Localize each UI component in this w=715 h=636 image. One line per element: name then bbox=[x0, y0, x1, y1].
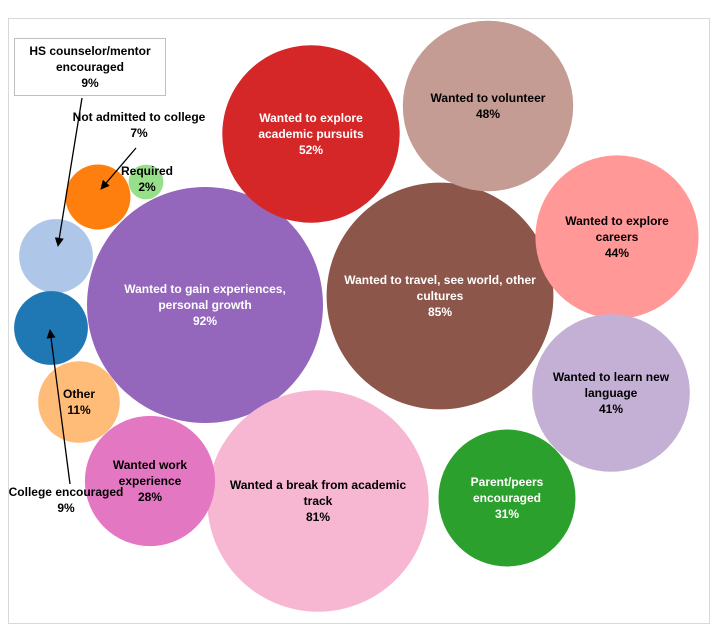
hs-counselor-callout: HS counselor/mentor encouraged 9% bbox=[14, 38, 166, 96]
bubble-label-break: Wanted a break from academic track 81% bbox=[230, 478, 407, 524]
bubble-parent bbox=[438, 429, 576, 567]
bubble-break bbox=[207, 390, 429, 612]
bubble-label-line-language: language bbox=[585, 386, 638, 400]
arrow-not-admitted bbox=[100, 147, 137, 190]
bubble-value-gain: 92% bbox=[193, 314, 217, 328]
hs-counselor-value-label: 9% bbox=[81, 76, 99, 90]
bubble-label-line-parent: encouraged bbox=[473, 491, 541, 505]
bubble-label-line-work: experience bbox=[119, 474, 182, 488]
bubble-label-line-gain: personal growth bbox=[158, 298, 251, 312]
bubble-label-line-volunteer: Wanted to volunteer bbox=[431, 91, 546, 105]
bubble-label-line-careers: careers bbox=[596, 230, 639, 244]
bubble-label-academic: Wanted to explore academic pursuits 52% bbox=[258, 111, 364, 157]
bubble-value-notadmitted: 7% bbox=[130, 126, 148, 140]
bubble-label-careers: Wanted to explore careers 44% bbox=[565, 214, 669, 260]
bubble-value-language: 41% bbox=[599, 402, 623, 416]
bubble-label-language: Wanted to learn new language 41% bbox=[553, 370, 670, 416]
bubble-label-line-required: Required bbox=[121, 164, 173, 178]
bubble-label-notadmitted: Not admitted to college 7% bbox=[73, 110, 206, 140]
bubble-label-line-academic: Wanted to explore bbox=[259, 111, 363, 125]
bubble-label-work: Wanted work experience 28% bbox=[113, 458, 188, 504]
bubble-value-careers: 44% bbox=[605, 246, 629, 260]
bubble-value-volunteer: 48% bbox=[476, 107, 500, 121]
bubble-value-academic: 52% bbox=[299, 143, 323, 157]
bubble-label-line-gain: Wanted to gain experiences, bbox=[124, 282, 286, 296]
bubble-value-required: 2% bbox=[138, 180, 156, 194]
bubble-required bbox=[128, 164, 164, 200]
bubble-label-parent: Parent/peers encouraged 31% bbox=[471, 475, 544, 521]
bubble-label-required: Required 2% bbox=[121, 164, 173, 194]
bubble-label-line-work: Wanted work bbox=[113, 458, 188, 472]
bubble-label-line-travel: Wanted to travel, see world, other bbox=[344, 273, 536, 287]
bubble-label-line-college: College encouraged bbox=[9, 485, 124, 499]
bubble-label-line-travel: cultures bbox=[417, 289, 464, 303]
bubble-work bbox=[84, 415, 216, 547]
bubble-value-other: 11% bbox=[67, 403, 91, 417]
bubble-college bbox=[14, 291, 88, 365]
bubble-careers bbox=[535, 155, 699, 319]
bubble-language bbox=[532, 314, 690, 472]
bubble-label-line-break: track bbox=[304, 494, 333, 508]
bubble-label-line-other: Other bbox=[63, 387, 95, 401]
bubble-label-line-parent: Parent/peers bbox=[471, 475, 544, 489]
bubble-value-work: 28% bbox=[138, 490, 162, 504]
bubble-value-college: 9% bbox=[57, 501, 75, 515]
arrow-hs-counselor bbox=[54, 97, 83, 247]
bubble-gain bbox=[87, 187, 323, 423]
bubble-other bbox=[38, 361, 120, 443]
bubble-label-college: College encouraged 9% bbox=[9, 485, 124, 515]
bubble-academic bbox=[222, 45, 400, 223]
bubble-hs bbox=[19, 219, 93, 293]
bubble-notadmitted bbox=[65, 164, 131, 230]
bubble-label-line-careers: Wanted to explore bbox=[565, 214, 669, 228]
bubble-label-line-academic: academic pursuits bbox=[258, 127, 364, 141]
bubble-label-volunteer: Wanted to volunteer 48% bbox=[431, 91, 546, 121]
bubble-label-line-language: Wanted to learn new bbox=[553, 370, 670, 384]
bubble-value-break: 81% bbox=[306, 510, 330, 524]
hs-counselor-label-line-1: HS counselor/mentor bbox=[29, 44, 151, 58]
bubble-label-travel: Wanted to travel, see world, other cultur… bbox=[344, 273, 536, 319]
bubble-label-line-break: Wanted a break from academic bbox=[230, 478, 407, 492]
bubble-label-line-notadmitted: Not admitted to college bbox=[73, 110, 206, 124]
bubble-label-other: Other 11% bbox=[63, 387, 95, 417]
bubble-value-travel: 85% bbox=[428, 305, 452, 319]
bubble-label-gain: Wanted to gain experiences, personal grow… bbox=[124, 282, 286, 328]
bubble-volunteer bbox=[402, 20, 574, 192]
bubble-travel bbox=[326, 182, 554, 410]
hs-counselor-label-line-2: encouraged bbox=[55, 60, 124, 74]
arrow-college bbox=[46, 329, 71, 485]
bubble-value-parent: 31% bbox=[495, 507, 519, 521]
